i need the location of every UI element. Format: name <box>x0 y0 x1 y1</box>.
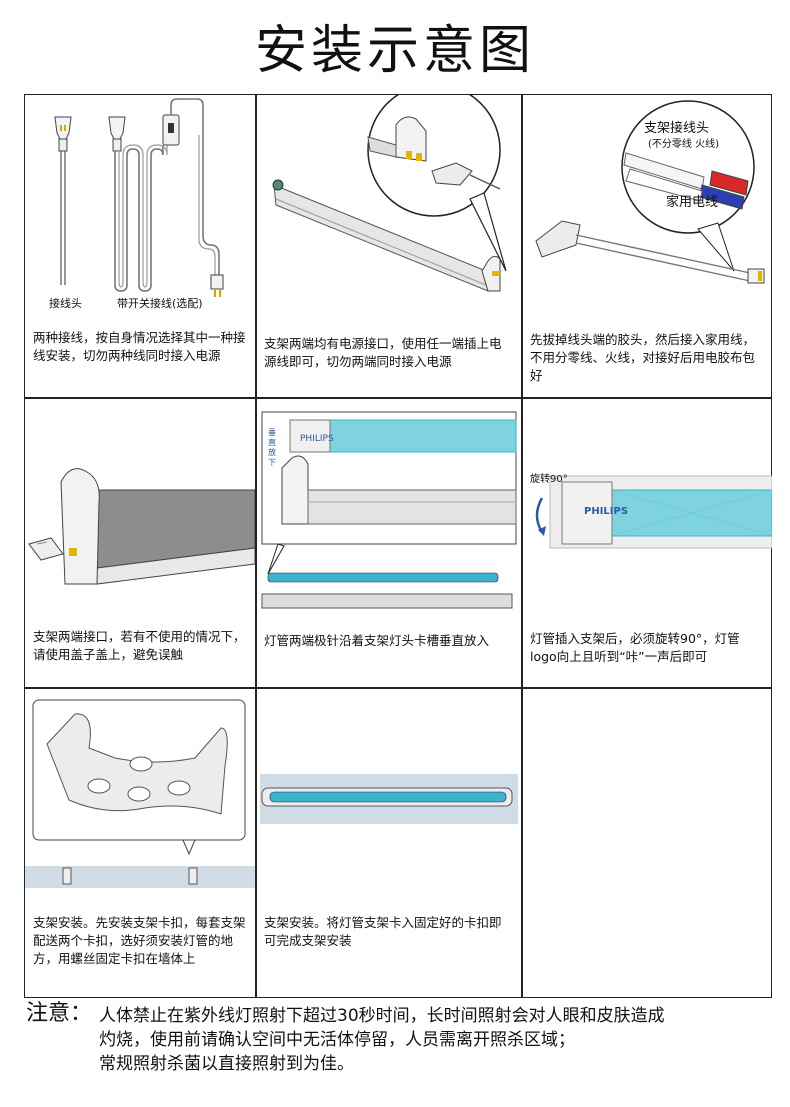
notice-line: 灼烧，使用前请确认空间中无活体停留，人员需离开照杀区域； <box>99 1030 575 1050</box>
step-cell-4: 支架两端接口，若有不使用的情况下，请使用盖子盖上，避免误触 <box>25 398 255 687</box>
step-caption: 两种接线，按自身情况选择其中一种接线安装，切勿两种线同时接入电源 <box>33 330 246 363</box>
grid-divider <box>521 95 523 997</box>
step-caption: 支架两端接口，若有不使用的情况下，请使用盖子盖上，避免误触 <box>33 629 246 662</box>
plug-label: 接线头 <box>49 297 82 310</box>
step-cell-9 <box>522 688 772 999</box>
brand-logo: PHILIPS <box>300 434 334 444</box>
insert-tube-figure <box>261 411 517 609</box>
wiring-options-figure <box>54 98 224 297</box>
vertical-label: 垂直放下 <box>268 428 276 467</box>
step-caption: 支架安装。将灯管支架卡入固定好的卡扣即可完成支架安装 <box>264 915 502 948</box>
bracket-end-illustration <box>535 220 765 284</box>
connector-label: 支架接线头 <box>644 121 710 136</box>
zoom-connector <box>367 116 501 190</box>
step-caption: 灯管两端极针沿着支架灯头卡槽垂直放入 <box>264 633 490 648</box>
step-caption: 支架两端均有电源接口，使用任一端插上电源线即可，切勿两端同时接入电源 <box>264 336 502 369</box>
tube-zoom <box>329 419 517 453</box>
instruction-grid: 接线头 带开关接线(选配) 两种接线，按自身情况选择其中一种接线安装，切勿两种线… <box>24 94 772 998</box>
notice-heading: 注意： <box>26 1001 93 1026</box>
switch-cable-label: 带开关接线(选配) <box>117 297 203 310</box>
notice-line: 人体禁止在紫外线灯照射下超过30秒时间，长时间照射会对人眼和皮肤造成 <box>99 1006 665 1026</box>
rotate-tube-figure <box>535 475 772 549</box>
brand-logo: PHILIPS <box>584 506 629 517</box>
step-cell-1: 接线头 带开关接线(选配) 两种接线，按自身情况选择其中一种接线安装，切勿两种线… <box>25 95 255 397</box>
notice-body: 人体禁止在紫外线灯照射下超过30秒时间，长时间照射会对人眼和皮肤造成 灼烧，使用… <box>99 1004 759 1076</box>
grid-divider <box>25 687 771 689</box>
step-cell-7: 支架安装。先安装支架卡扣，每套支架配送两个卡扣，选好须安装灯管的地方，用螺丝固定… <box>25 688 255 999</box>
cover-cap-figure <box>28 468 255 585</box>
bracket-power-figure <box>272 95 507 292</box>
step-caption: 先拔掉线头端的胶头，然后接入家用线，不用分零线、火线，对接好后用电胶布包好 <box>530 332 756 383</box>
grid-divider <box>25 397 771 399</box>
notice-line: 常规照射杀菌以直接照射到为佳。 <box>99 1054 354 1074</box>
wire-zoom <box>623 152 749 210</box>
step-cell-2: 支架两端均有电源接口，使用任一端插上电源线即可，切勿两端同时接入电源 <box>256 95 521 397</box>
grid-divider <box>255 95 257 997</box>
bracket-illustration <box>272 179 501 292</box>
wire-connect-figure <box>535 100 765 284</box>
tube-illustration <box>269 791 507 803</box>
rotate-arrow-icon <box>535 497 544 533</box>
step-cell-3: 支架接线头 (不分零线 火线) 家用电线 先拔掉线头端的胶头，然后接入家用线，不… <box>522 95 772 397</box>
connector-note: (不分零线 火线) <box>648 139 719 150</box>
mount-bracket-figure <box>260 774 518 824</box>
step-caption: 支架安装。先安装支架卡扣，每套支架配送两个卡扣，选好须安装灯管的地方，用螺丝固定… <box>33 915 246 966</box>
home-wire-label: 家用电线 <box>666 195 719 210</box>
plug-illustration <box>54 116 72 285</box>
tube-illustration <box>267 572 499 583</box>
rotate-label: 旋转90° <box>530 474 568 485</box>
step-cell-6: 旋转90° PHILIPS 灯管插入支架后，必须旋转90°，灯管logo向上且听… <box>522 398 772 687</box>
step-caption: 灯管插入支架后，必须旋转90°，灯管logo向上且听到“咔”一声后即可 <box>530 631 740 664</box>
switch-cable-illustration <box>108 98 224 297</box>
clip-install-figure <box>25 699 255 888</box>
step-cell-5: 垂直放下 PHILIPS 灯管两端极针沿着支架灯头卡槽垂直放入 <box>256 398 521 687</box>
step-cell-8: 支架安装。将灯管支架卡入固定好的卡扣即可完成支架安装 <box>256 688 521 999</box>
page-title: 安装示意图 <box>254 21 535 81</box>
